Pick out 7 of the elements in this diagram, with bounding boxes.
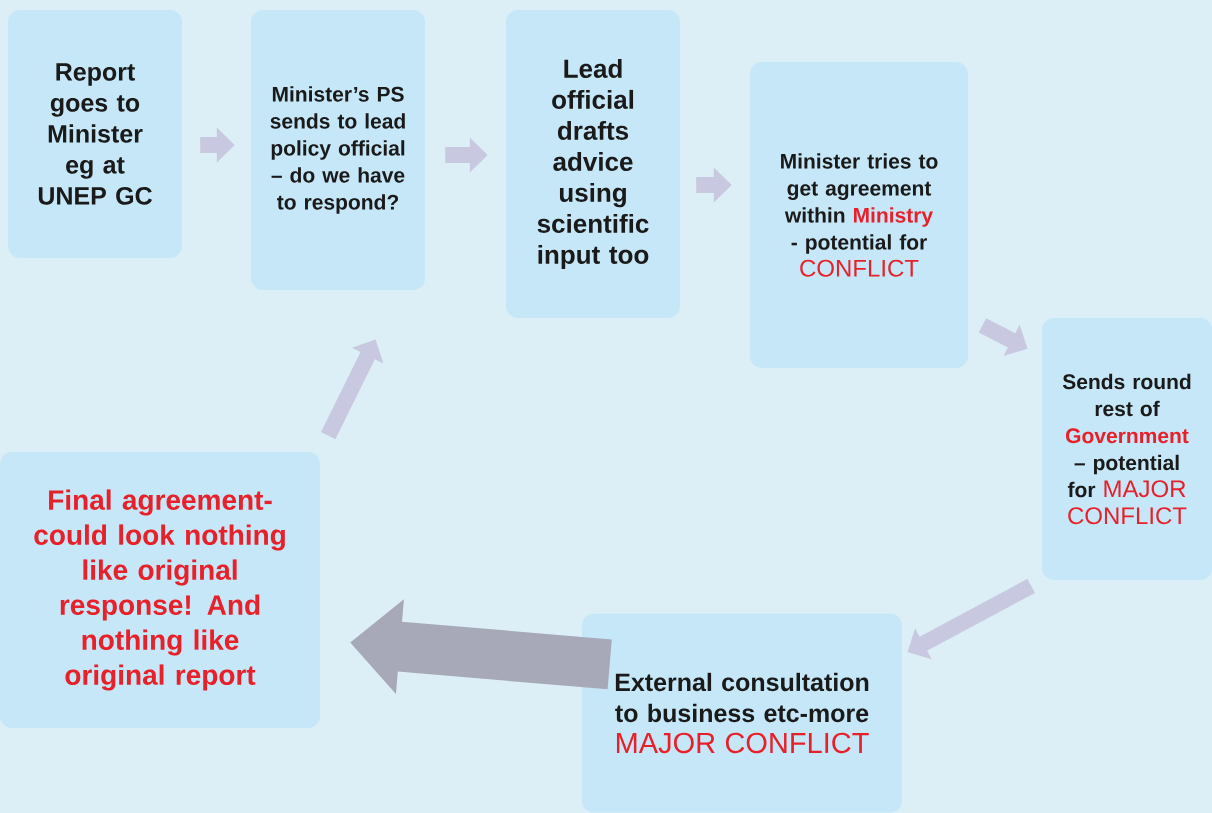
step-box: Minister tries to get agreement within Ministry - potential for CONFLICT xyxy=(750,62,968,368)
step-box: Sends round rest of Government – potential for MAJOR CONFLICT xyxy=(1042,318,1212,580)
step-box: Lead official drafts advice using scientific input too xyxy=(506,10,680,318)
step-box: Report goes to Minister eg at UNEP GC xyxy=(8,10,182,258)
step-box: Minister’s PS sends to lead policy official – do we have to respond? xyxy=(251,10,425,290)
step-box: External consultation to business etc-more MAJOR CONFLICT xyxy=(582,613,902,813)
result-box: Final agreement- could look nothing like original response! And nothing like original report xyxy=(0,452,320,728)
